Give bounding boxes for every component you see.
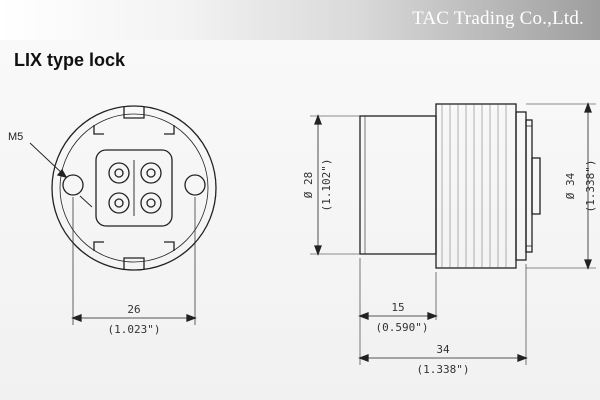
arrow-28-bottom [314,245,322,256]
front-width-mm: 26 [127,303,140,316]
m5-callout: M5 [8,131,23,143]
pin-bl [108,192,130,214]
m5-leader-2 [79,195,93,208]
pin-tl [108,162,130,184]
m5-arrow [56,168,68,179]
flange-lip [525,119,533,253]
arrow-34-top [584,102,592,113]
top-notch [123,107,145,119]
bracket-tl [93,125,104,135]
arrow-26-right [186,314,197,322]
side-length-total-mm: 34 [436,343,450,356]
center-square [95,149,173,227]
threaded-section [435,103,517,269]
pin-br [140,192,162,214]
pin-br-center [146,198,156,208]
arrow-26-left [71,314,82,322]
flange [515,111,527,261]
side-dia-large: Ø 34 [564,172,577,199]
rear-nub [531,157,541,215]
bracket-br [164,241,175,251]
side-dia-small-in: (1.102") [320,159,333,212]
side-dia-large-in: (1.338") [584,160,597,213]
arrow-34-bottom [584,259,592,270]
pin-bl-center [114,198,124,208]
side-view [310,102,596,365]
body-cylinder [359,115,437,255]
side-length-body-in: (0.590") [376,321,429,334]
front-view [29,105,217,325]
bracket-bl [93,241,104,251]
front-width-in: (1.023") [108,323,161,336]
arrow-28-top [314,114,322,125]
side-length-total-in: (1.338") [417,363,470,376]
mount-hole-left [62,174,84,196]
bracket-tr [164,125,175,135]
thread-lines [441,104,507,268]
company-name: TAC Trading Co.,Ltd. [412,8,584,29]
front-outer-rim [51,105,217,271]
front-inner-rim [59,113,209,263]
pin-tr-center [146,168,156,178]
pin-tr [140,162,162,184]
header-band [0,0,600,40]
m5-leader [29,142,66,177]
side-length-body-mm: 15 [391,301,404,314]
mount-hole-right [184,174,206,196]
side-dia-small: Ø 28 [302,172,315,199]
bottom-notch [123,257,145,269]
page-title: LIX type lock [14,50,126,70]
pin-tl-center [114,168,124,178]
